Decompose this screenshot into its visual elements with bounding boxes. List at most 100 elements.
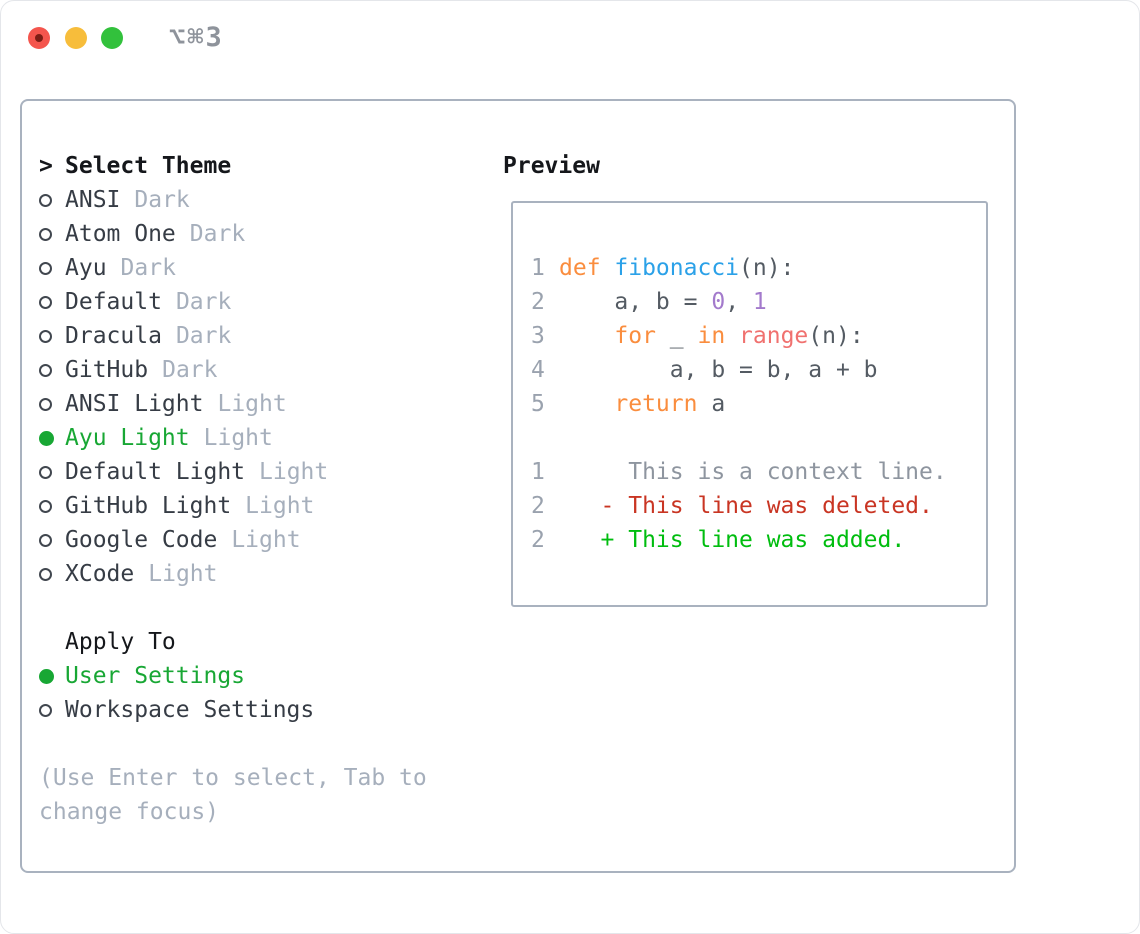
code-token: a, b =: [559, 289, 712, 315]
radio-unselected-icon: [39, 703, 65, 717]
radio-unselected-icon: [39, 567, 65, 581]
close-button-icon[interactable]: [28, 27, 50, 49]
item-variant-label: Dark: [134, 187, 190, 213]
code-token: a: [697, 391, 726, 417]
radio-unselected-icon: [39, 499, 65, 513]
item-label: Default Light: [65, 459, 246, 485]
theme-list-item-atom-one[interactable]: Atom One Dark: [39, 217, 479, 251]
theme-list-item-dracula[interactable]: Dracula Dark: [39, 319, 479, 353]
preview-code-line: [531, 421, 986, 455]
code-token: _: [655, 323, 698, 349]
help-text-line: (Use Enter to select, Tab to: [39, 765, 427, 791]
preview-title: Preview: [503, 153, 600, 179]
preview-code-line: 2 + This line was added.: [531, 523, 986, 557]
code-token: fibonacci: [614, 255, 740, 281]
item-label: Default: [65, 289, 162, 315]
code-token: in: [697, 323, 726, 349]
line-number: 1: [531, 459, 545, 485]
item-label: XCode: [65, 561, 135, 587]
radio-selected-icon: [39, 668, 65, 684]
code-token: ,: [725, 289, 753, 315]
theme-list-item-ayu[interactable]: Ayu Dark: [39, 251, 479, 285]
code-token: [559, 387, 614, 421]
code-token: range: [739, 323, 809, 349]
item-variant-label: Dark: [189, 221, 246, 247]
item-variant-label: Dark: [175, 289, 232, 315]
preview-code-line: 4 a, b = b, a + b: [531, 353, 986, 387]
line-number: 2: [531, 289, 545, 315]
theme-list-item-ayu-light[interactable]: Ayu Light Light: [39, 421, 479, 455]
radio-unselected-icon: [39, 295, 65, 309]
prompt-caret-icon: >: [39, 153, 53, 179]
item-label: Workspace Settings: [65, 697, 315, 723]
line-number: 2: [531, 493, 545, 519]
item-label: Ayu Light: [65, 425, 190, 451]
preview-code-line: 2 a, b = 0, 1: [531, 285, 986, 319]
radio-unselected-icon: [39, 533, 65, 547]
item-label: Google Code: [65, 527, 218, 553]
radio-selected-icon: [39, 430, 65, 446]
code-token: [559, 489, 601, 523]
code-token: This is a context line.: [559, 459, 947, 485]
item-variant-label: Light: [259, 459, 329, 485]
title-bar: ⌥⌘3: [1, 1, 1139, 71]
window-title: ⌥⌘3: [169, 22, 224, 53]
line-number: 3: [531, 323, 545, 349]
theme-list-item-github[interactable]: GitHub Dark: [39, 353, 479, 387]
code-token: a, b = b, a + b: [559, 357, 878, 383]
item-variant-label: Light: [148, 561, 218, 587]
item-variant-label: Dark: [162, 357, 218, 383]
item-label: Dracula: [65, 323, 162, 349]
code-token: 1: [752, 289, 767, 315]
item-variant-label: Light: [203, 425, 273, 451]
item-variant-label: Light: [231, 527, 301, 553]
line-number: 5: [531, 391, 545, 417]
code-token: - This line was deleted.: [600, 493, 933, 519]
item-label: Atom One: [65, 221, 176, 247]
item-label: GitHub: [65, 357, 149, 383]
item-variant-label: Dark: [175, 323, 232, 349]
code-token: 0: [711, 289, 726, 315]
select-theme-title: Select Theme: [65, 153, 232, 179]
preview-code-line: 3 for _ in range(n):: [531, 319, 986, 353]
spacer: [39, 727, 479, 761]
line-number: 2: [531, 527, 545, 553]
zoom-button-icon[interactable]: [101, 27, 123, 49]
radio-unselected-icon: [39, 227, 65, 241]
theme-list-item-default[interactable]: Default Dark: [39, 285, 479, 319]
radio-unselected-icon: [39, 465, 65, 479]
item-label: User Settings: [65, 663, 246, 689]
code-token: def: [559, 255, 615, 281]
radio-unselected-icon: [39, 193, 65, 207]
apply-to-option-workspace-settings[interactable]: Workspace Settings: [39, 693, 479, 727]
preview-code-line: 2 - This line was deleted.: [531, 489, 986, 523]
code-token: [725, 319, 739, 353]
minimize-button-icon[interactable]: [65, 27, 87, 49]
apply-to-option-user-settings[interactable]: User Settings: [39, 659, 479, 693]
line-number: 1: [531, 255, 545, 281]
item-label: GitHub Light: [65, 493, 232, 519]
theme-list-item-google-code[interactable]: Google Code Light: [39, 523, 479, 557]
radio-unselected-icon: [39, 261, 65, 275]
item-variant-label: Dark: [120, 255, 176, 281]
theme-list-item-default-light[interactable]: Default Light Light: [39, 455, 479, 489]
spacer: [39, 591, 479, 625]
theme-list-item-xcode[interactable]: XCode Light: [39, 557, 479, 591]
code-token: for: [614, 323, 656, 349]
item-label: ANSI Light: [65, 391, 204, 417]
item-label: Ayu: [65, 255, 107, 281]
code-token: + This line was added.: [600, 527, 906, 553]
radio-unselected-icon: [39, 363, 65, 377]
apply-to-title: Apply To: [65, 629, 176, 655]
